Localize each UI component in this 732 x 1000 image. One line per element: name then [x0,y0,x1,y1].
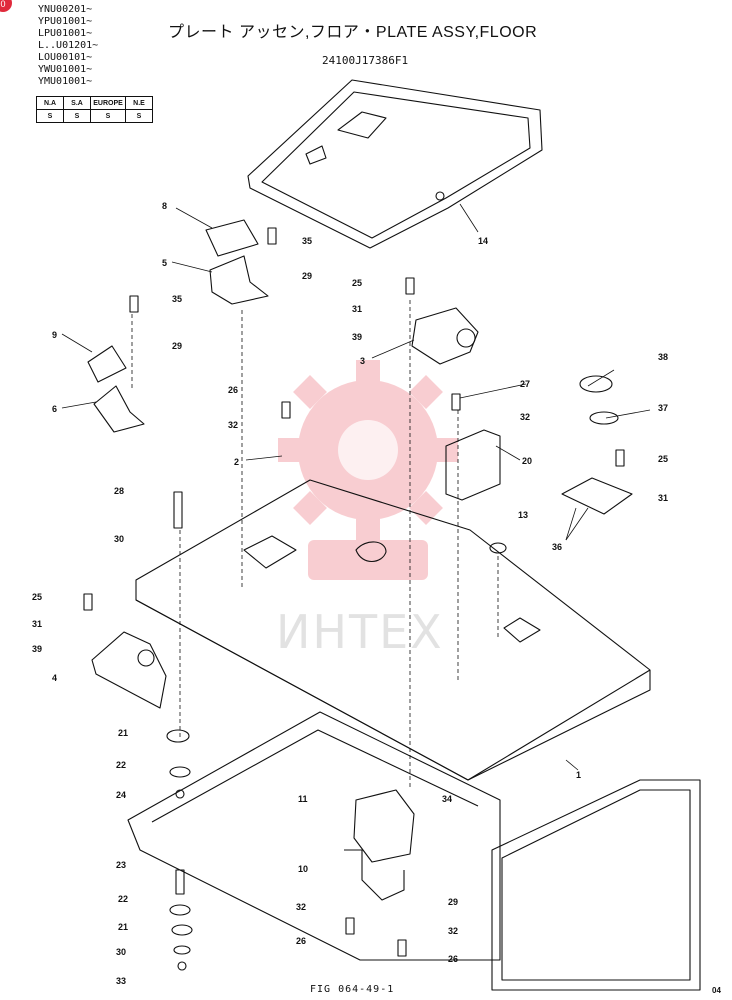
callout-number: 29 [448,897,458,907]
serial-range: YWU01001~ [38,64,93,75]
callout-number: 10 [298,864,308,874]
callout-number: 14 [478,236,488,246]
floor-mat [247,79,543,249]
region-table: N.A S.A EUROPE N.E S S S S [36,96,153,123]
callout-number: 32 [448,926,458,936]
callout-number: 22 [116,760,126,770]
callout-number: 32 [228,420,238,430]
callout-number: 25 [658,454,668,464]
pedal-pad [87,345,127,383]
callout-number: 25 [352,278,362,288]
callout-number: 6 [52,404,57,414]
callout-number: 29 [302,271,312,281]
assembly-part-number: 24100J17386F1 [322,54,409,67]
callout-number: 39 [32,644,42,654]
serial-range-list: YNU00201~ YPU01001~ LPU01001~ L..U01201~… [38,4,98,88]
callout-number: 26 [448,954,458,964]
callout-number: 13 [518,510,528,520]
callout-number: 29 [172,341,182,351]
region-value: S [125,109,153,123]
callout-number: 8 [162,201,167,211]
duct-elbow [411,307,479,365]
callout-number: 38 [658,352,668,362]
page-number: 04 [712,986,721,995]
pedal-bracket [209,255,269,305]
callout-number: 35 [172,294,182,304]
callout-number: 26 [228,385,238,395]
callout-number: 25 [32,592,42,602]
valve-bracket [344,849,405,901]
callout-number: 22 [118,894,128,904]
callout-number: 36 [552,542,562,552]
callout-number: 28 [114,486,124,496]
callout-number: 31 [658,493,668,503]
callout-number: 3 [360,356,365,366]
callout-number: 30 [114,534,124,544]
callout-number: 20 [522,456,532,466]
callout-number: 35 [302,236,312,246]
callout-number: 32 [296,902,306,912]
callout-number: 33 [116,976,126,986]
callout-number: 23 [116,860,126,870]
pedal-pad [205,219,259,257]
callout-number: 2 [234,457,239,467]
serial-range: LOU00101~ [38,52,93,63]
corner-badge: 0 [0,0,12,12]
callout-number: 21 [118,922,128,932]
callout-number: 34 [442,794,452,804]
serial-range: L..U01201~ [38,40,99,51]
region-header: N.E [125,96,153,110]
figure-label: FIG 064-49-1 [310,984,395,995]
duct-elbow [91,631,167,709]
callout-number: 27 [520,379,530,389]
serial-range: LPU01001~ [38,28,93,39]
cover-plate [561,477,633,515]
callout-number: 26 [296,936,306,946]
pedal-bracket [93,385,145,433]
mounting-bracket [445,429,501,501]
callout-number: 21 [118,728,128,738]
callout-number: 11 [298,794,308,804]
callout-number: 5 [162,258,167,268]
region-value-row: S S S S [36,109,153,123]
callout-number: 37 [658,403,668,413]
serial-range: YMU01001~ [38,76,93,87]
serial-range: YPU01001~ [38,16,93,27]
page-title: プレート アッセン,フロア・PLATE ASSY,FLOOR [168,24,538,41]
serial-range: YNU00201~ [38,4,93,15]
control-valve [353,789,415,863]
callout-number: 4 [52,673,57,683]
callout-number: 24 [116,790,126,800]
callout-number: 1 [576,770,581,780]
callout-number: 30 [116,947,126,957]
watermark-text: ИНТЕХ [276,605,444,659]
callout-number: 31 [352,304,362,314]
callout-number: 32 [520,412,530,422]
callout-number: 31 [32,619,42,629]
callout-number: 39 [352,332,362,342]
watermark-gear-logo [278,360,458,580]
callout-number: 9 [52,330,57,340]
cab-frame [127,711,501,961]
